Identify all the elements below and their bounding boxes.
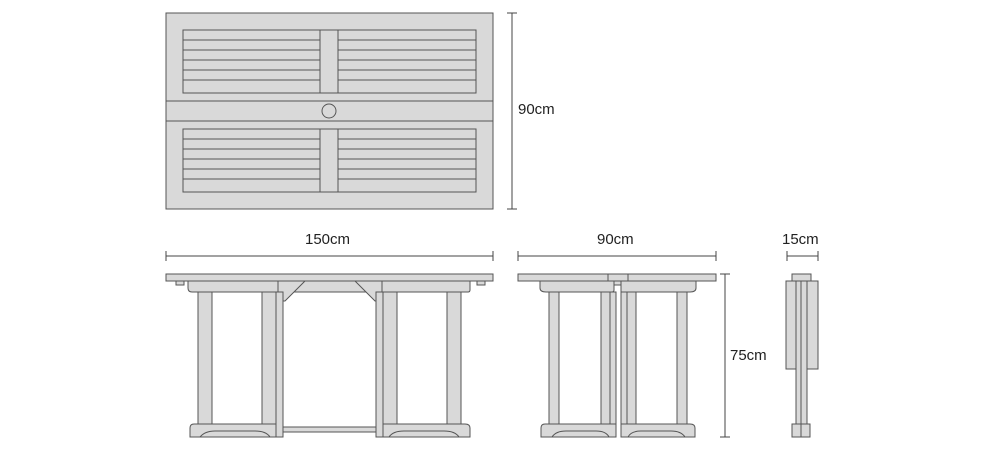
parasol-hole-icon [321,103,337,119]
side-view [517,273,717,438]
side-depth-label: 90cm [597,231,634,248]
folded-depth-label: 15cm [782,231,819,248]
top-view [165,12,494,210]
folded-view [785,273,819,438]
front-view [165,273,494,438]
height-label: 75cm [730,347,767,364]
top-depth-dimension [507,12,517,210]
height-dimension [720,273,730,438]
front-dimension-line [165,251,494,261]
front-width-label: 150cm [305,231,351,248]
top-depth-label: 90cm [518,101,555,118]
folded-dimension-line [786,251,819,261]
side-dimension-line [517,251,717,261]
